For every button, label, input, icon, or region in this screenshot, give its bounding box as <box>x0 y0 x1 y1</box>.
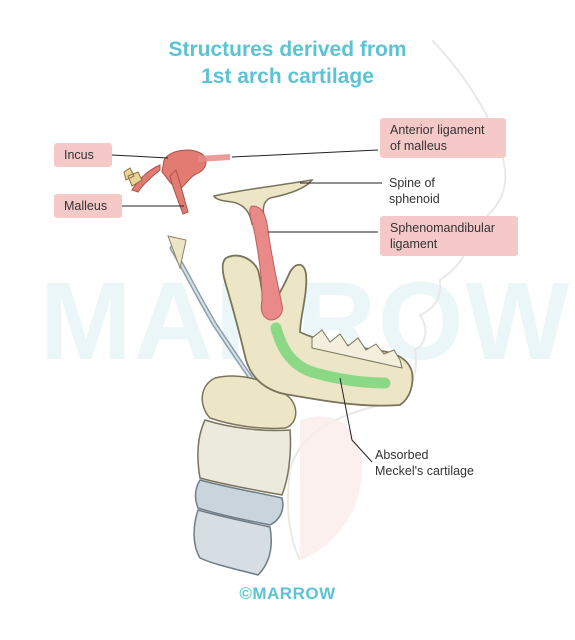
neck-shading <box>300 416 362 560</box>
anterior-ligament <box>198 154 230 162</box>
label-spine-line1: Spine of <box>389 176 435 190</box>
label-anterior-ligament-line2: of malleus <box>390 139 447 153</box>
diagram-title: Structures derived from 1st arch cartila… <box>0 36 575 90</box>
label-incus-text: Incus <box>64 148 94 162</box>
malleus-bone <box>131 164 161 193</box>
title-line-1: Structures derived from <box>168 38 407 61</box>
label-absorbed-line1: Absorbed <box>375 448 429 462</box>
incus-long-process <box>169 169 189 215</box>
label-sphenomandibular-ligament: Sphenomandibular ligament <box>380 216 518 256</box>
trachea <box>193 509 272 576</box>
label-incus: Incus <box>54 143 112 167</box>
leader-incus <box>111 154 169 159</box>
label-anterior-ligament: Anterior ligament of malleus <box>380 118 506 158</box>
sphenomandibular-ligament <box>249 205 283 321</box>
sphenoid-spine <box>212 178 314 225</box>
thyroid-cartilage <box>197 419 292 496</box>
label-sphenomandibular-line1: Sphenomandibular <box>390 221 495 235</box>
footer-copyright: ©MARROW <box>239 584 336 603</box>
label-spine-line2: sphenoid <box>389 192 440 206</box>
styloid-process <box>167 235 187 270</box>
lower-teeth <box>311 329 403 369</box>
label-absorbed-line2: Meckel's cartilage <box>375 464 474 478</box>
cricoid-cartilage <box>194 479 284 526</box>
leader-anterior-ligament <box>231 149 379 158</box>
title-line-2: 1st arch cartilage <box>201 65 374 88</box>
label-malleus: Malleus <box>54 194 122 218</box>
label-malleus-text: Malleus <box>64 199 108 213</box>
meckel-cartilage <box>270 322 391 389</box>
leader-absorbed <box>339 377 373 463</box>
label-spine-of-sphenoid: Spine of sphenoid <box>389 175 440 207</box>
label-sphenomandibular-line2: ligament <box>390 237 438 251</box>
label-anterior-ligament-line1: Anterior ligament <box>390 123 485 137</box>
label-absorbed-meckel: Absorbed Meckel's cartilage <box>375 447 474 479</box>
stapes-bone <box>123 167 143 187</box>
